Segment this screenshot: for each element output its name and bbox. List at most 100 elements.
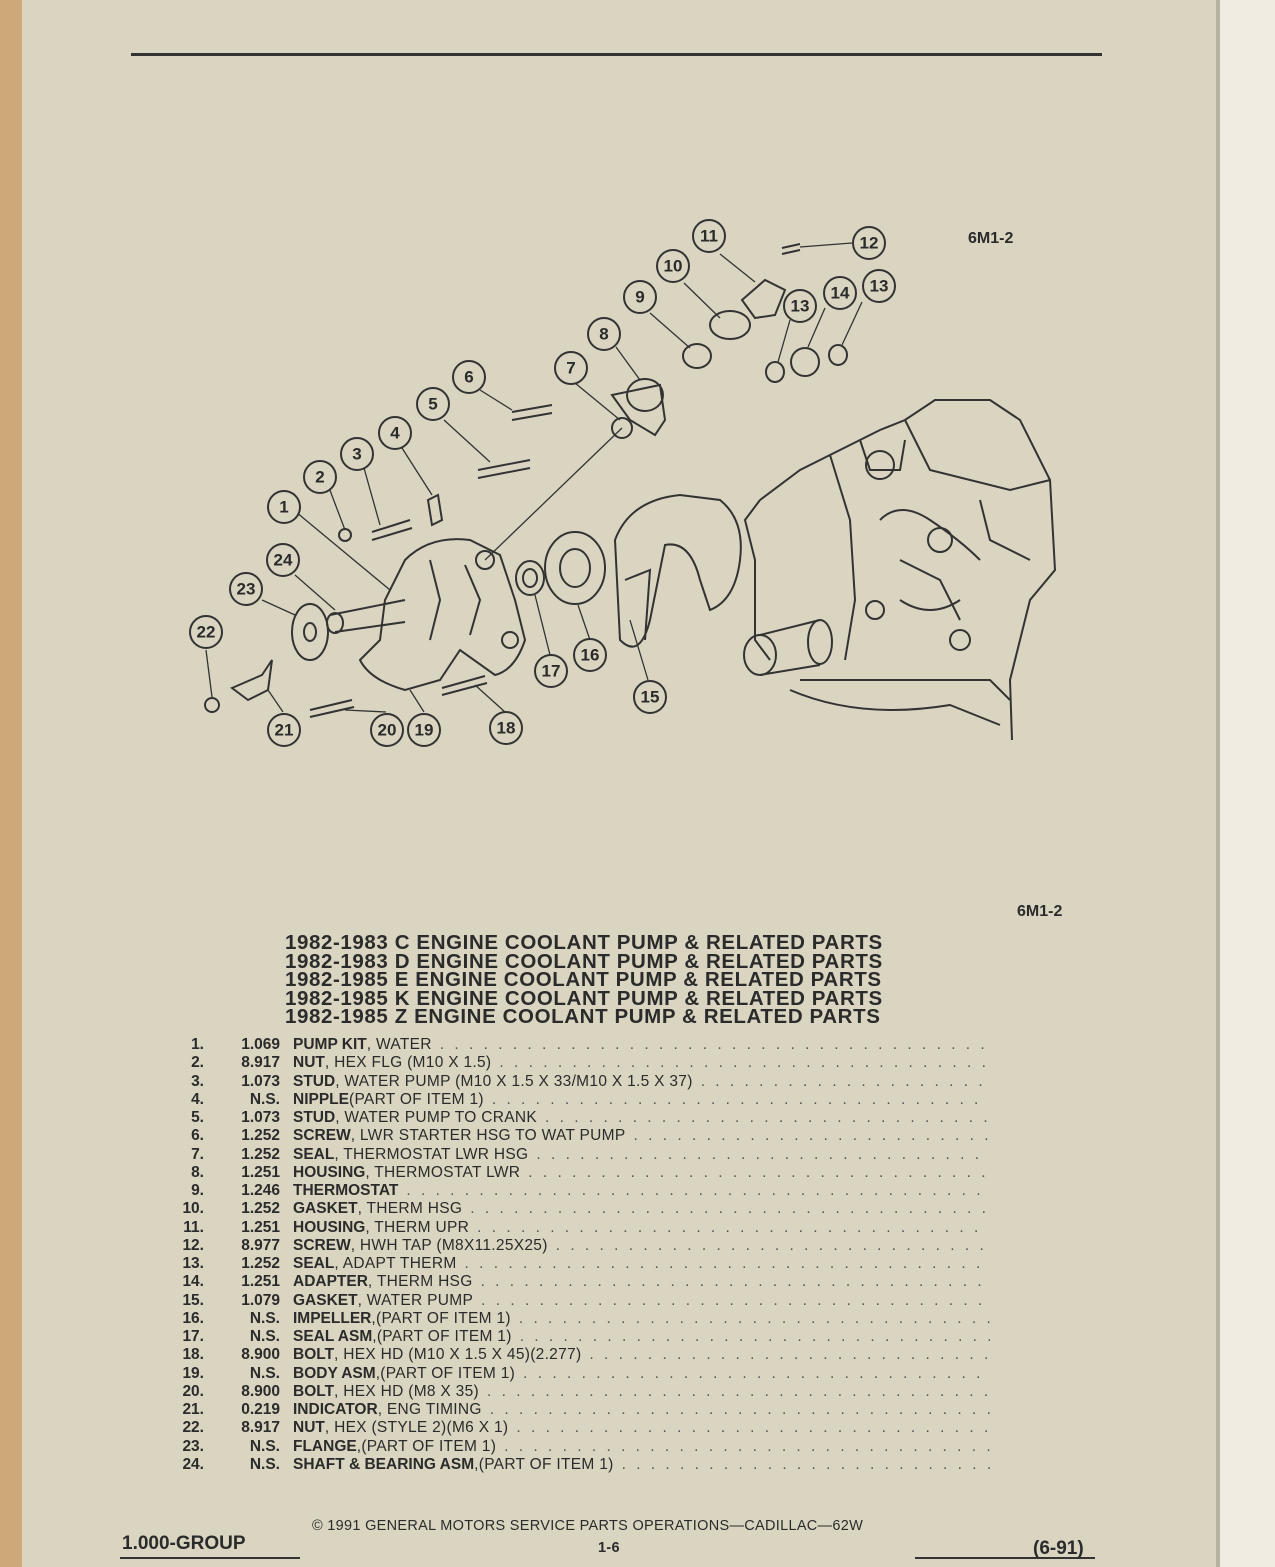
- part-name: GASKET: [293, 1200, 358, 1218]
- part-number: 11.: [183, 1218, 204, 1236]
- part-number: 12.: [182, 1236, 204, 1254]
- part-name: THERMOSTAT: [293, 1182, 399, 1199]
- footer-rule-right: [915, 1557, 1095, 1559]
- callout-12: 12: [860, 234, 879, 253]
- part-name: HOUSING: [293, 1163, 366, 1181]
- callout-22: 22: [197, 623, 216, 642]
- callout-15: 15: [641, 688, 660, 707]
- part-number: 23.: [182, 1437, 204, 1455]
- part-quantity: 8.917: [241, 1054, 280, 1072]
- part-description: ,(PART OF ITEM 1): [371, 1309, 511, 1327]
- part-quantity: 1.252: [241, 1127, 280, 1145]
- callout-18: 18: [497, 719, 516, 738]
- callout-17: 17: [542, 662, 561, 681]
- page-edge-right: [1220, 0, 1275, 1567]
- dot-leader: . . . . . . . . . . . . . . . . . . . . …: [633, 1127, 990, 1145]
- dot-leader: . . . . . . . . . . . . . . . . . . . . …: [491, 1090, 990, 1108]
- dot-leader: . . . . . . . . . . . . . . . . . . . . …: [504, 1437, 990, 1455]
- part-quantity: 8.977: [241, 1236, 280, 1254]
- part-quantity: 1.252: [241, 1255, 280, 1272]
- callout-5: 5: [428, 395, 437, 414]
- footer-date: (6-91): [1033, 1538, 1084, 1559]
- callout-21: 21: [275, 721, 294, 740]
- part-description: , THERM HSG: [357, 1200, 463, 1218]
- part-number: 14.: [182, 1273, 204, 1291]
- part-number: 2.: [191, 1054, 204, 1072]
- footer-copyright: © 1991 GENERAL MOTORS SERVICE PARTS OPER…: [312, 1518, 864, 1534]
- part-name: SHAFT & BEARING ASM: [293, 1455, 475, 1473]
- part-name: ADAPTER: [293, 1273, 368, 1291]
- dot-leader: . . . . . . . . . . . . . . . . . . . . …: [499, 1054, 990, 1072]
- part-description: , WATER PUMP TO CRANK: [335, 1109, 538, 1126]
- callout-20: 20: [378, 721, 397, 740]
- dot-leader: . . . . . . . . . . . . . . . . . . . . …: [406, 1182, 990, 1199]
- part-name: SCREW: [293, 1236, 351, 1254]
- part-description: , THERMOSTAT LWR HSG: [334, 1145, 529, 1163]
- callout-13: 13: [791, 297, 810, 316]
- part-name: NUT: [293, 1054, 325, 1072]
- part-name: INDICATOR: [293, 1401, 378, 1418]
- part-description: ,(PART OF ITEM 1): [372, 1328, 512, 1345]
- part-quantity: 1.251: [241, 1163, 280, 1181]
- callout-19: 19: [415, 721, 434, 740]
- part-description: , HWH TAP (M8X11.25X25): [350, 1236, 548, 1254]
- part-quantity: N.S.: [249, 1309, 280, 1327]
- part-description: , HEX HD (M8 X 35): [334, 1382, 479, 1400]
- dot-leader: . . . . . . . . . . . . . . . . . . . . …: [516, 1419, 990, 1437]
- part-number: 3.: [191, 1072, 204, 1090]
- part-number: 9.: [191, 1182, 204, 1199]
- section-titles: 1982-1983 C ENGINE COOLANT PUMP & RELATE…: [285, 933, 985, 1028]
- dot-leader: . . . . . . . . . . . . . . . . . . . . …: [489, 1401, 990, 1418]
- dot-leader: . . . . . . . . . . . . . . . . . . . . …: [480, 1273, 990, 1291]
- part-quantity: 1.252: [241, 1200, 280, 1218]
- part-quantity: 1.251: [241, 1218, 280, 1236]
- page-edge-shadow: [1216, 0, 1220, 1567]
- callout-11: 11: [700, 227, 718, 246]
- dot-leader: . . . . . . . . . . . . . . . . . . . . …: [700, 1072, 990, 1090]
- part-number: 21.: [182, 1401, 204, 1418]
- part-description: , ADAPT THERM: [334, 1255, 457, 1272]
- part-number: 6.: [191, 1127, 204, 1145]
- part-name: BOLT: [293, 1346, 335, 1364]
- part-name: NUT: [293, 1419, 325, 1437]
- parts-row: 12. 8.977 SCREW , HWH TAP (M8X11.25X25) . .…: [170, 1237, 990, 1255]
- page-edge-left: [0, 0, 22, 1567]
- callout-10: 10: [664, 257, 683, 276]
- part-description: , WATER: [366, 1036, 432, 1053]
- part-number: 5.: [191, 1109, 204, 1126]
- section-title: 1982-1985 K ENGINE COOLANT PUMP & RELATE…: [285, 986, 883, 1010]
- section-ref-code: 6M1-2: [1017, 903, 1063, 920]
- part-quantity: 1.251: [241, 1273, 280, 1291]
- dot-leader: . . . . . . . . . . . . . . . . . . . . …: [621, 1455, 990, 1473]
- parts-row: 23.N.S.FLANGE ,(PART OF ITEM 1). . . . .…: [170, 1438, 990, 1456]
- callout-13b: 13: [870, 277, 889, 296]
- part-name: SEAL: [293, 1255, 335, 1272]
- dot-leader: . . . . . . . . . . . . . . . . . . . . …: [464, 1255, 990, 1272]
- parts-row: 19.N.S.BODY ASM ,(PART OF ITEM 1). . . .…: [170, 1365, 990, 1383]
- part-description: , ENG TIMING: [377, 1401, 482, 1418]
- part-description: ,(PART OF ITEM 1): [474, 1455, 614, 1473]
- dot-leader: . . . . . . . . . . . . . . . . . . . . …: [486, 1382, 990, 1400]
- part-name: BOLT: [293, 1382, 335, 1400]
- section-title: 1982-1985 E ENGINE COOLANT PUMP & RELATE…: [285, 968, 882, 991]
- part-number: 8.: [191, 1163, 204, 1181]
- part-description: , THERM UPR: [365, 1218, 470, 1236]
- section-title: 1982-1985 Z ENGINE COOLANT PUMP & RELATE…: [285, 1005, 881, 1028]
- part-number: 20.: [182, 1382, 204, 1400]
- part-description: , HEX (STYLE 2)(M6 X 1): [324, 1419, 509, 1437]
- dot-leader: . . . . . . . . . . . . . . . . . . . . …: [555, 1236, 990, 1254]
- part-quantity: N.S.: [249, 1455, 280, 1473]
- part-quantity: 8.917: [241, 1419, 280, 1437]
- part-name: NIPPLE: [293, 1090, 349, 1108]
